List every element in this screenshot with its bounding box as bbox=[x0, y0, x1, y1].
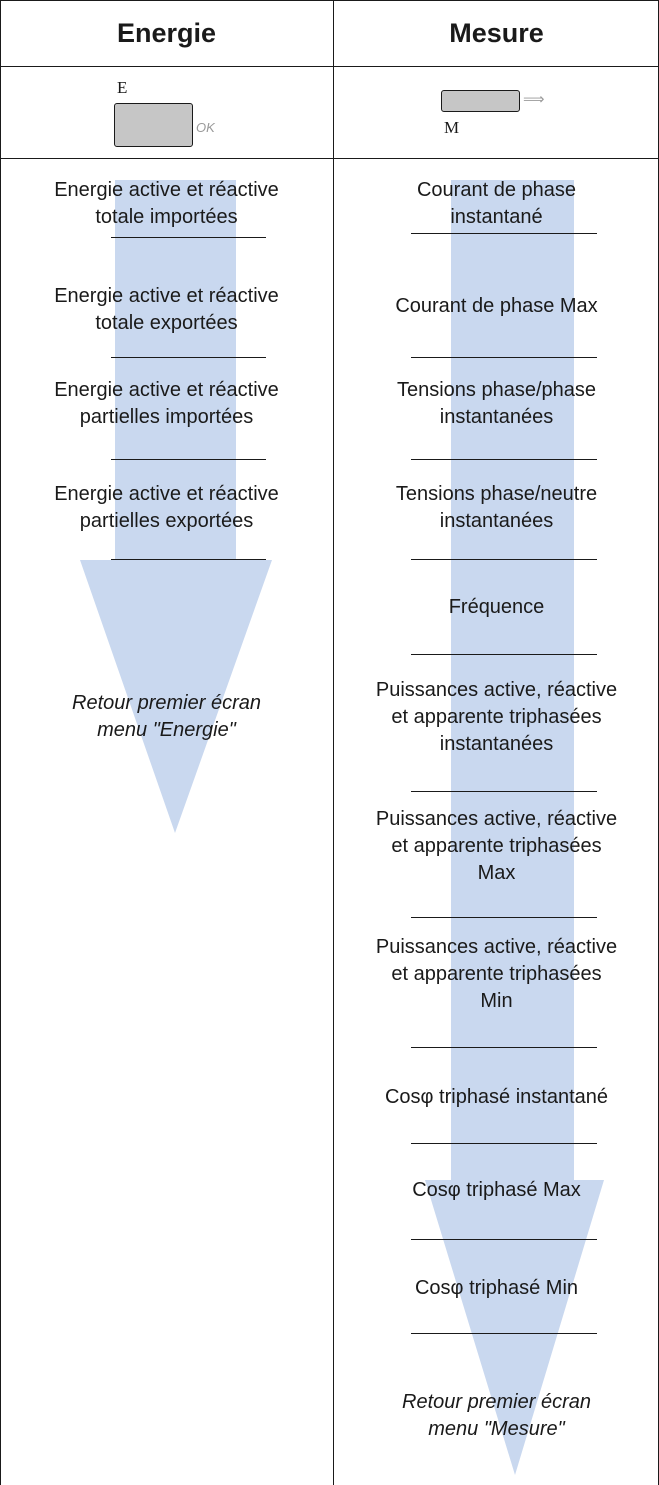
energie-item: Energie active et réactive partielles ex… bbox=[54, 483, 279, 532]
mesure-separator bbox=[411, 559, 597, 560]
mesure-separator bbox=[411, 654, 597, 655]
mesure-item: Tensions phase/phase instantanées bbox=[396, 379, 597, 428]
energie-key-button[interactable] bbox=[114, 103, 193, 147]
header-divider bbox=[0, 66, 659, 67]
mesure-separator bbox=[411, 1047, 597, 1048]
energie-item: Energie active et réactive totale import… bbox=[54, 179, 279, 228]
column-divider bbox=[333, 0, 334, 1485]
energie-separator bbox=[111, 559, 266, 560]
mesure-key-button[interactable] bbox=[441, 90, 520, 112]
energie-down-arrow bbox=[80, 180, 272, 833]
keys-divider bbox=[0, 158, 659, 159]
mesure-item: Courant de phase Max bbox=[395, 295, 598, 317]
mesure-item: Puissances active, réactive et apparente… bbox=[375, 936, 618, 1012]
mesure-separator bbox=[411, 1143, 597, 1144]
mesure-separator bbox=[411, 357, 597, 358]
mesure-item: Cosφ triphasé Max bbox=[412, 1179, 581, 1201]
mesure-header: Mesure bbox=[449, 17, 544, 48]
mesure-separator bbox=[411, 233, 597, 234]
mesure-down-arrow bbox=[425, 180, 604, 1475]
energie-key-letter: E bbox=[117, 78, 128, 97]
mesure-item: Courant de phase instantané bbox=[416, 179, 576, 228]
energie-separator bbox=[111, 237, 266, 238]
mesure-separator bbox=[411, 459, 597, 460]
ok-label: OK bbox=[196, 120, 215, 135]
energie-header: Energie bbox=[116, 17, 217, 48]
mesure-item: Cosφ triphasé instantané bbox=[384, 1086, 609, 1108]
mesure-item: Fréquence bbox=[448, 596, 545, 618]
mesure-item: Cosφ triphasé Min bbox=[414, 1277, 579, 1299]
mesure-separator bbox=[411, 917, 597, 918]
mesure-separator bbox=[411, 1333, 597, 1334]
mesure-return-text: Retour premier écran menu "Mesure" bbox=[402, 1391, 591, 1440]
energie-separator bbox=[111, 459, 266, 460]
left-border bbox=[0, 0, 1, 1485]
mesure-item: Puissances active, réactive et apparente… bbox=[375, 808, 618, 884]
mesure-item: Tensions phase/neutre instantanées bbox=[395, 483, 598, 532]
mesure-separator bbox=[411, 1239, 597, 1240]
top-border bbox=[0, 0, 659, 1]
energie-item: Energie active et réactive totale export… bbox=[54, 285, 279, 334]
right-arrow-icon: ⟹ bbox=[523, 91, 545, 108]
mesure-separator bbox=[411, 791, 597, 792]
mesure-key-letter: M bbox=[444, 118, 460, 137]
mesure-item: Puissances active, réactive et apparente… bbox=[375, 679, 618, 755]
energie-item: Energie active et réactive partielles im… bbox=[54, 379, 279, 428]
energie-separator bbox=[111, 357, 266, 358]
energie-return-text: Retour premier écran menu "Energie" bbox=[72, 692, 261, 741]
